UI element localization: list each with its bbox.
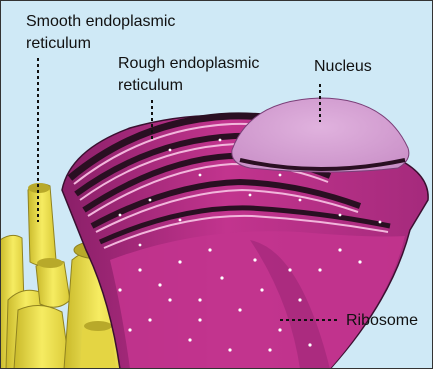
smooth-er-label-line1: Smooth endoplasmic bbox=[26, 13, 175, 30]
rough-er-label-line2: reticulum bbox=[118, 77, 183, 94]
rough-er-label-line1: Rough endoplasmic bbox=[118, 55, 259, 72]
smooth-er-label-line2: reticulum bbox=[26, 35, 91, 52]
nucleus-label: Nucleus bbox=[314, 58, 372, 75]
ribosome-label: Ribosome bbox=[346, 312, 418, 329]
